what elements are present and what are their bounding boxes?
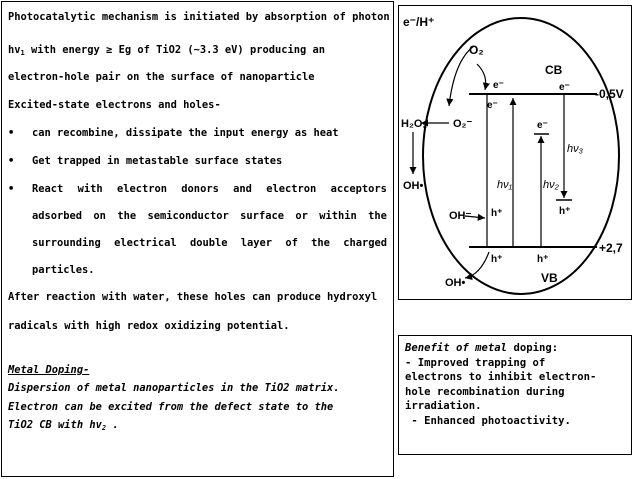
text-panel: Photocatalytic mechanism is initiated by… — [1, 1, 394, 477]
particle-circle — [422, 17, 620, 295]
oh-radical-bottom-label: OH• — [445, 277, 466, 289]
proton-arrow — [446, 45, 475, 107]
cb-label: CB — [545, 63, 563, 77]
vb-label: VB — [541, 271, 558, 285]
bullet-1-text: can recombine, dissipate the input energ… — [32, 127, 339, 139]
e-h-label: e⁻/H⁺ — [403, 15, 434, 29]
oh-radical-top-label: OH• — [403, 180, 424, 192]
after-reaction-line-1: After reaction with water, these holes c… — [8, 291, 378, 303]
hydroxyl-arrow — [464, 251, 490, 281]
benefit-line-5: - Enhanced photoactivity. — [405, 414, 571, 427]
intro-line-2: hv1 with energy ≥ Eg of TiO2 (~3.3 eV) p… — [8, 44, 326, 57]
benefit-line-3: hole recombination during — [405, 385, 565, 398]
intro-line-3: electron-hole pair on the surface of nan… — [8, 71, 315, 83]
electron-label-1: e⁻ — [493, 80, 504, 91]
doping-line-3: TiO2 CB with hv2 . — [8, 419, 119, 432]
benefit-line-1: - Improved trapping of — [405, 356, 546, 369]
section-heading: Excited-state electrons and holes- — [8, 99, 221, 111]
o2-arrow — [476, 63, 490, 91]
doping-title: Metal Doping- — [8, 364, 90, 376]
band-diagram-svg: e⁻/H⁺ O₂ H₂O₂ O₂⁻ OH• OH⁻ OH• CB VB -0,5… — [401, 15, 624, 295]
h2o2-label: H₂O₂ — [401, 118, 427, 130]
benefit-line-4: irradiation. — [405, 400, 482, 412]
hole-label-1: h⁺ — [491, 208, 502, 219]
bullet-1-marker: • — [8, 127, 15, 139]
vb-potential: +2,7 — [599, 241, 623, 255]
hv3-label: hν₃ — [567, 143, 584, 155]
cb-potential: -0,5V — [595, 87, 624, 101]
o2-label: O₂ — [469, 43, 484, 57]
hv2-label: hν₂ — [543, 179, 560, 191]
electron-label-3: e⁻ — [559, 82, 570, 93]
hydroxide-arrow — [464, 213, 486, 221]
mechanism-diagram: e⁻/H⁺ O₂ H₂O₂ O₂⁻ OH• OH⁻ OH• CB VB -0,5… — [398, 5, 632, 300]
hole-label-2: h⁺ — [491, 254, 502, 265]
intro-line-1: Photocatalytic mechanism is initiated by… — [8, 11, 390, 23]
bullet-2-text: Get trapped in metastable surface states — [32, 155, 283, 167]
electron-label-4: e⁻ — [537, 120, 548, 131]
bullet-3-marker: • — [8, 183, 15, 195]
doping-line-1: Dispersion of metal nanoparticles in the… — [8, 382, 340, 394]
benefit-title: Benefit of metal doping: — [405, 342, 559, 354]
bullet-2-marker: • — [8, 155, 15, 167]
hole-label-3: h⁺ — [537, 254, 548, 265]
hole-label-4: h⁺ — [559, 206, 570, 217]
after-reaction-line-2: radicals with high redox oxidizing poten… — [8, 320, 290, 332]
hv1-label: hν₁ — [497, 179, 513, 191]
hydroxide-label: OH⁻ — [449, 210, 472, 222]
electron-label-2: e⁻ — [487, 100, 498, 111]
bullet-3-line-4: particles. — [32, 264, 95, 276]
superoxide-label: O₂⁻ — [453, 118, 472, 130]
benefit-box: Benefit of metal doping: - Improved trap… — [398, 335, 632, 455]
doping-line-2: Electron can be excited from the defect … — [8, 401, 334, 413]
benefit-line-2: electrons to inhibit electron- — [405, 371, 597, 383]
